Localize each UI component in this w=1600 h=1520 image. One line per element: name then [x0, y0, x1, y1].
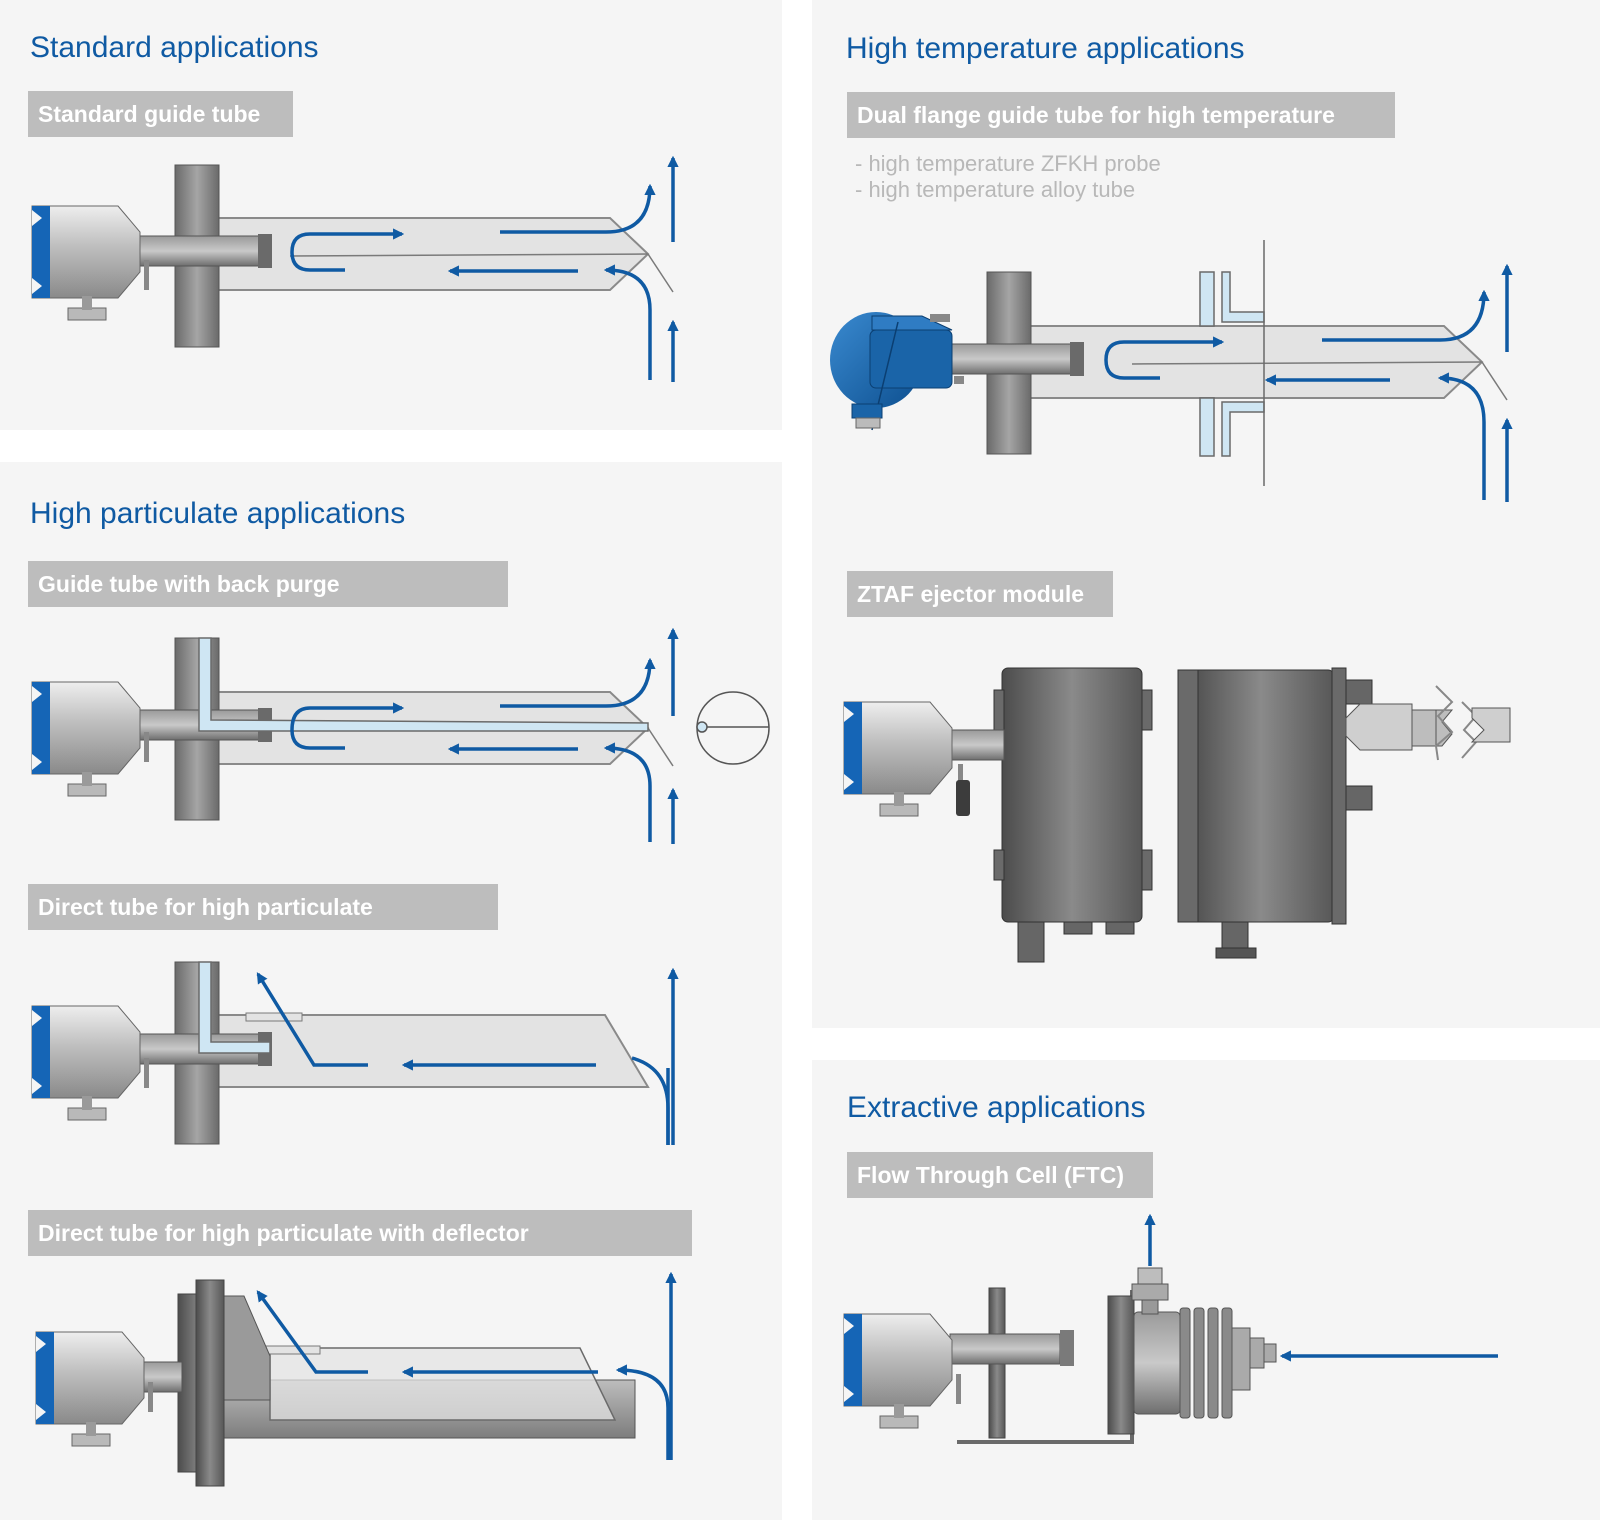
probe-shaft — [137, 235, 269, 267]
high-particulate-heading: High particulate applications — [30, 497, 406, 530]
extractive-panel — [812, 1060, 1600, 1520]
note-zfkh-probe: - high temperature ZFKH probe — [855, 151, 1161, 176]
terminal-head — [830, 312, 964, 431]
purge-line — [198, 637, 649, 732]
standard-guide-tube-diagram — [31, 155, 679, 382]
dual-flange-diagram — [830, 240, 1513, 502]
extractive-heading: Extractive applications — [847, 1091, 1146, 1124]
dual-flange — [1199, 240, 1265, 486]
standard-guide-tube-label: Standard guide tube — [28, 91, 293, 137]
ejector-housing-1 — [1001, 667, 1143, 923]
dual-flange-label: Dual flange guide tube for high temperat… — [847, 92, 1395, 138]
flow-through-cell-diagram — [843, 1213, 1498, 1444]
direct-tube-diagram — [31, 961, 679, 1145]
back-purge-label: Guide tube with back purge — [28, 561, 508, 607]
flow-through-cell — [1107, 1267, 1277, 1435]
flow-through-cell-label: Flow Through Cell (FTC) — [847, 1152, 1153, 1198]
mounting-bracket — [957, 1290, 1134, 1444]
note-alloy-tube: - high temperature alloy tube — [855, 177, 1136, 202]
back-purge-diagram — [31, 627, 770, 844]
deflector-tube-label: Direct tube for high particulate with de… — [28, 1210, 692, 1256]
purge-valve-symbol — [696, 691, 770, 765]
gas-flow-arrows — [290, 155, 679, 382]
ejector-housing-2 — [1187, 669, 1335, 923]
ztaf-ejector-label: ZTAF ejector module — [847, 571, 1113, 617]
deflector-tube-diagram — [35, 1271, 677, 1487]
direct-tube-label: Direct tube for high particulate — [28, 884, 498, 930]
standard-heading: Standard applications — [30, 31, 319, 64]
ztaf-ejector-diagram — [843, 667, 1511, 963]
high-temperature-heading: High temperature applications — [846, 32, 1245, 65]
blue-cap — [32, 206, 50, 298]
purge-line — [198, 961, 271, 1054]
